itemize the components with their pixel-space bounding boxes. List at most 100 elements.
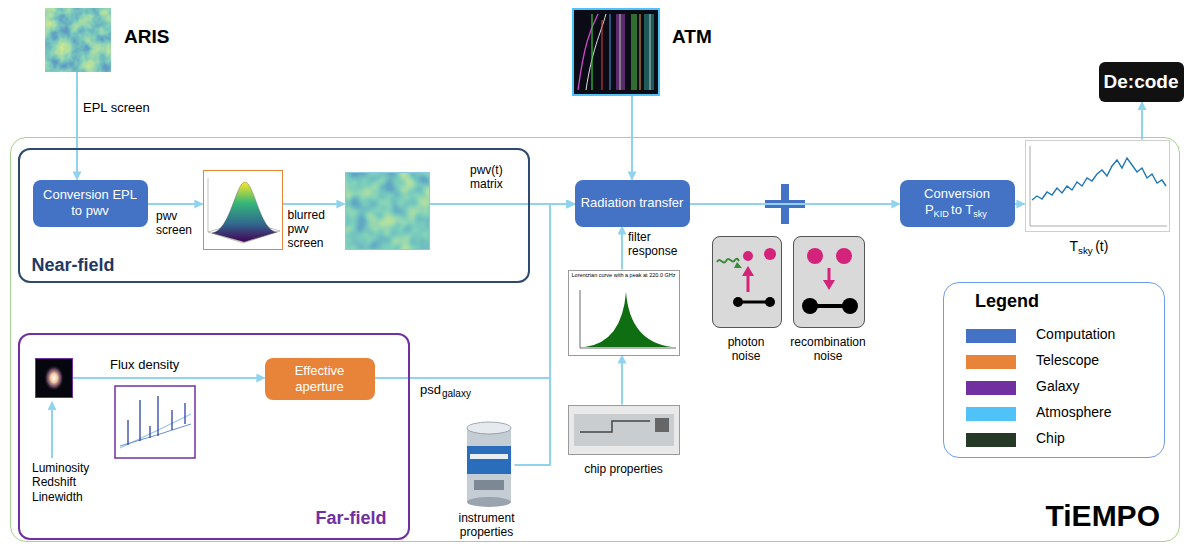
input-arrow	[51, 402, 53, 458]
flow-arrow	[621, 356, 623, 405]
cryostat-photo	[467, 422, 511, 507]
flow-arrow	[621, 227, 623, 270]
filter-plot	[568, 270, 680, 356]
cryostat-photo	[470, 454, 508, 459]
pwv-surface-plot	[203, 170, 283, 250]
atm-image	[616, 14, 625, 90]
recombination-noise-icon	[842, 298, 858, 314]
process-box: Conversion PKIDto Tsky	[900, 180, 1015, 227]
tsky-timeline-plot	[1025, 140, 1170, 232]
flow-arrow	[515, 204, 575, 465]
telescope-box: Effective aperture	[265, 358, 375, 400]
far-field-group: Far-field Luminosity Redshift Linewidth Ef…	[18, 333, 410, 540]
box-label: Effective aperture	[295, 363, 345, 394]
node-caption: ATM	[672, 26, 712, 49]
box-label: Conversion EPL to pwv	[43, 187, 137, 218]
recombination-noise-icon	[802, 298, 818, 314]
recombination-noise-icon	[807, 248, 823, 264]
atm-image	[620, 14, 621, 90]
connector-group	[73, 72, 1143, 465]
photon-noise-icon	[743, 251, 753, 261]
flux-density-plot	[115, 386, 195, 458]
edge-label: EPL screen	[83, 100, 150, 116]
node-caption: Luminosity Redshift Linewidth	[32, 461, 98, 504]
pwv-surface-plot	[208, 178, 209, 232]
subscript: KID	[934, 209, 949, 219]
node-caption: Far-field	[316, 508, 387, 530]
box-label: to T	[951, 202, 973, 217]
subscript-label: galaxy	[442, 388, 471, 400]
decode-box: De:code	[1099, 62, 1184, 102]
filter-plot: Lorentzian curve with a peak at 220.0 GH…	[568, 270, 680, 356]
galaxy-image	[35, 358, 73, 398]
instrument-photo: instrument properties	[463, 420, 515, 508]
node-caption: photon noise	[718, 335, 774, 364]
photon-noise-icon	[734, 262, 742, 268]
cryostat-photo	[467, 428, 511, 502]
atm-image	[572, 8, 660, 96]
recombination-noise-icon	[828, 268, 831, 282]
blurred-screen: blurred pwv screen	[345, 172, 430, 250]
legend-label: Chip	[1036, 430, 1065, 447]
edge-label: pwv(t) matrix	[470, 163, 520, 192]
chip-photo: chip properties	[568, 405, 680, 455]
photon-noise-icon	[747, 274, 750, 292]
legend-swatch	[966, 407, 1016, 421]
node-caption: instrument properties	[452, 511, 522, 540]
pwv-screen-plot: pwv screen	[203, 170, 283, 250]
tsky-timeline-plot	[1032, 158, 1166, 200]
tsky-plot: Tsky(t)	[1025, 140, 1170, 232]
photon-noise-icon	[765, 297, 775, 307]
text-wrap: Conversion EPL to pwv	[38, 187, 143, 218]
chip-photo	[655, 418, 669, 432]
flux-density-plot	[120, 424, 191, 446]
edge-label: psd	[420, 382, 441, 398]
flow-arrow	[1141, 102, 1143, 140]
filter-plot	[568, 270, 680, 356]
text-wrap: Effective aperture	[270, 363, 370, 394]
node-caption: TiEMPO	[1046, 498, 1160, 534]
galaxy-image	[44, 365, 64, 391]
recombination-noise-icon	[793, 236, 865, 328]
aris-screen-image	[45, 8, 111, 72]
photon-noise-icon	[742, 266, 754, 276]
atm-image	[572, 8, 660, 96]
flow-arrow	[690, 203, 900, 205]
text-wrap: De:code	[1104, 71, 1179, 94]
input-arrow	[52, 402, 53, 458]
flow-arrow	[375, 204, 575, 378]
node-caption: recombination noise	[778, 335, 878, 364]
cryostat-photo	[467, 446, 511, 474]
subscript: sky	[973, 209, 987, 219]
edge-label: Flux density	[110, 357, 179, 373]
flow-arrow	[73, 377, 265, 379]
tsky-timeline-plot	[1030, 146, 1167, 226]
node-caption: ARIS	[124, 26, 169, 49]
text-wrap: Conversion PKIDto Tsky	[905, 186, 1010, 220]
filter-plot	[580, 290, 676, 348]
blurred-screen-image	[345, 172, 430, 250]
node-caption: Near-field	[32, 255, 115, 277]
galaxy-image: Luminosity Redshift Linewidth	[35, 358, 73, 398]
legend-label: Atmosphere	[1036, 404, 1111, 421]
flux-density-plot	[128, 396, 185, 445]
flow-arrow	[283, 203, 345, 205]
subscript: sky	[1078, 245, 1093, 256]
recombination-noise-icon	[793, 236, 865, 328]
legend-swatch	[966, 355, 1016, 369]
photon-noise-icon	[764, 248, 776, 260]
aris-screen: ARIS	[45, 8, 111, 72]
pwv-surface-plot	[203, 170, 283, 250]
cryostat-photo	[467, 422, 511, 434]
photon-noise-icon	[733, 297, 743, 307]
atm-image	[586, 14, 606, 90]
legend-swatch	[966, 381, 1016, 395]
box-label: De:code	[1104, 71, 1179, 92]
process-box: Radiation transfer	[575, 180, 690, 227]
atm-image	[610, 14, 611, 90]
legend-label: Computation	[1036, 326, 1115, 343]
near-field-group: Near-field Conversion EPL to pwv pwv scree…	[18, 148, 530, 283]
atm-image	[602, 20, 603, 90]
